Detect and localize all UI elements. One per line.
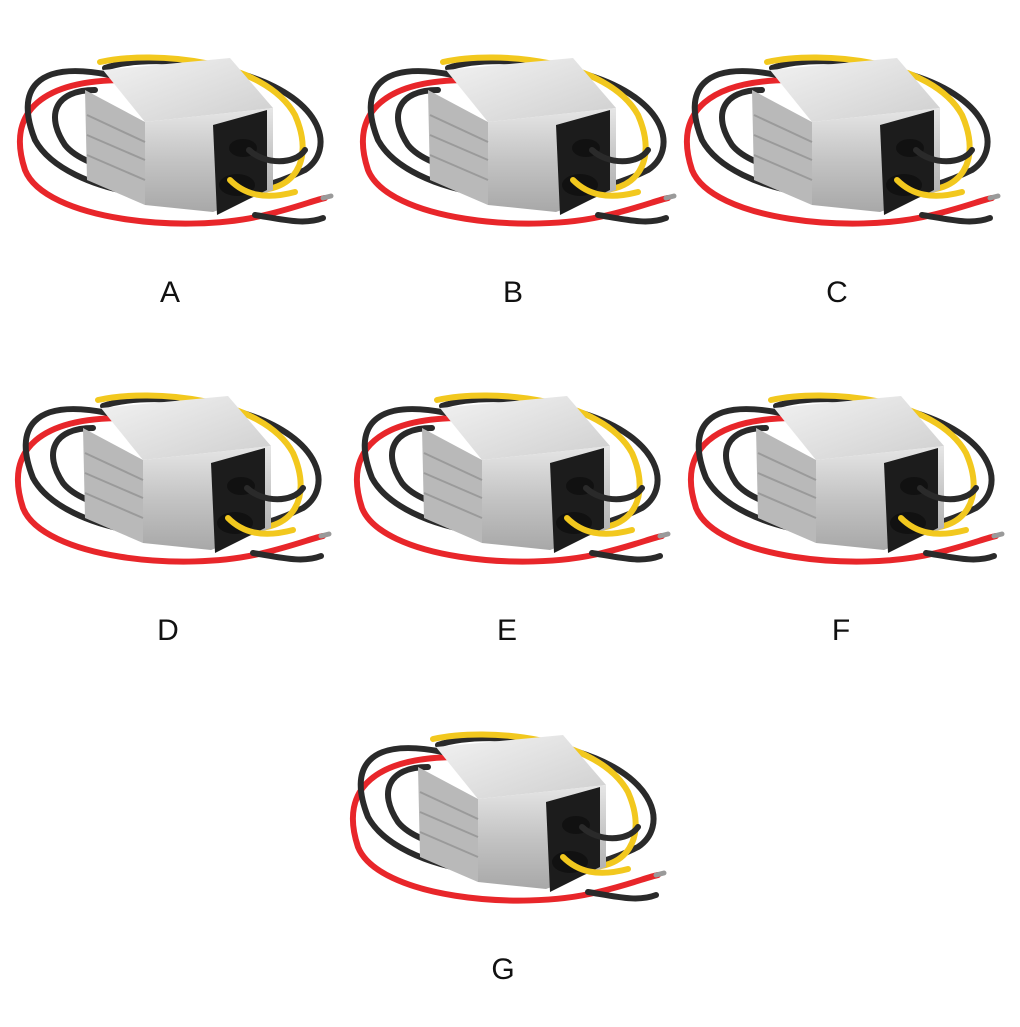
dc-dc-converter-module-icon: [342, 358, 672, 598]
option-label: C: [826, 276, 848, 309]
option-c[interactable]: C: [672, 20, 1002, 350]
option-label: D: [157, 614, 179, 647]
option-b[interactable]: B: [348, 20, 678, 350]
dc-dc-converter-module-icon: [338, 697, 668, 937]
option-label: B: [502, 276, 523, 309]
option-label: E: [496, 614, 517, 647]
dc-dc-converter-module-icon: [676, 358, 1006, 598]
dc-dc-converter-module-icon: [3, 358, 333, 598]
option-d[interactable]: D: [3, 358, 333, 688]
option-a[interactable]: A: [5, 20, 335, 350]
option-g[interactable]: G: [338, 697, 668, 1027]
option-label: G: [491, 953, 515, 986]
option-e[interactable]: E: [342, 358, 672, 688]
dc-dc-converter-module-icon: [348, 20, 678, 260]
option-label: F: [831, 614, 851, 647]
option-label: A: [159, 276, 180, 309]
dc-dc-converter-module-icon: [672, 20, 1002, 260]
dc-dc-converter-module-icon: [5, 20, 335, 260]
option-f[interactable]: F: [676, 358, 1006, 688]
